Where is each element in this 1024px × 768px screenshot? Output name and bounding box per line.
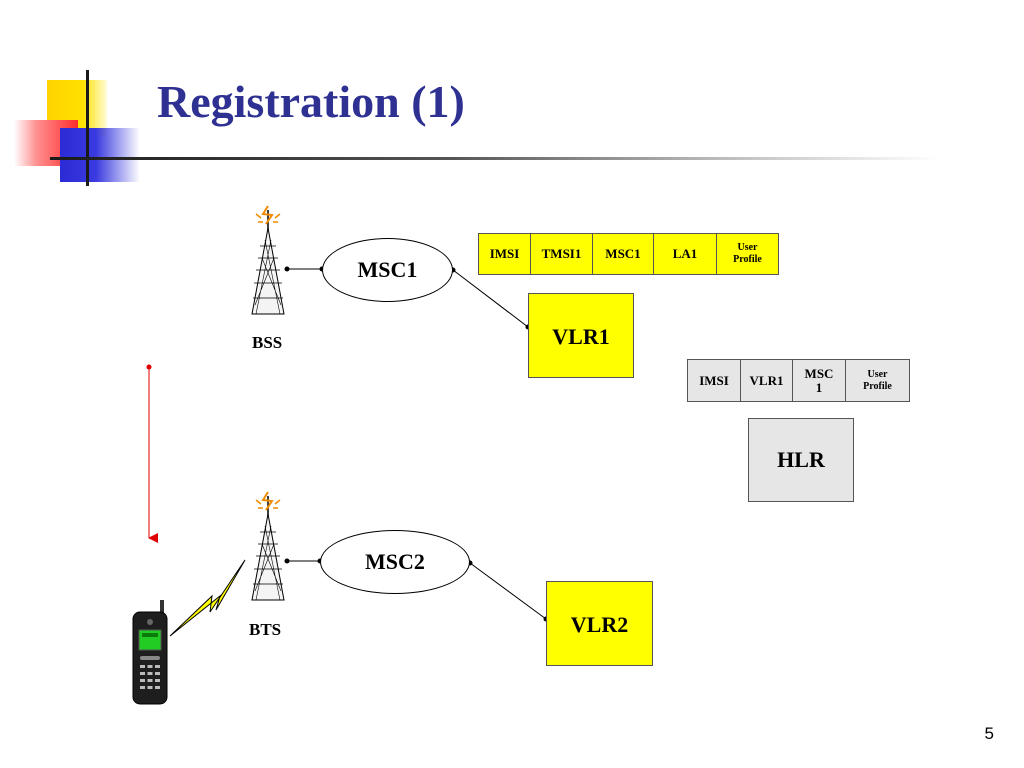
- lightning-icon: [169, 559, 246, 637]
- msc2-node: MSC2: [320, 530, 470, 594]
- title-underline: [50, 157, 940, 160]
- link-msc2-vlr2: [469, 562, 547, 620]
- vlr1-record-tmsi: TMSI1: [530, 233, 593, 275]
- tower-icon: [251, 205, 285, 315]
- bts-label: BTS: [249, 620, 282, 639]
- movement-arrow: [146, 364, 158, 543]
- vlr1-record: IMSI TMSI1 MSC1 LA1 User Profile: [478, 233, 779, 275]
- mobile-phone-icon: [132, 600, 168, 705]
- vlr1-record-user-profile: User Profile: [716, 233, 779, 275]
- hlr-record-msc: MSC 1: [792, 359, 846, 402]
- hlr-record: IMSI VLR1 MSC 1 User Profile: [687, 359, 910, 402]
- vlr1-record-msc: MSC1: [592, 233, 654, 275]
- vlr1-record-imsi: IMSI: [478, 233, 531, 275]
- decor-blue-square: [60, 128, 140, 182]
- tower-icon: [251, 491, 285, 601]
- vlr1-record-la: LA1: [653, 233, 717, 275]
- slide-title: Registration (1): [157, 76, 465, 127]
- vlr2-node: VLR2: [546, 581, 653, 666]
- hlr-record-imsi: IMSI: [687, 359, 741, 402]
- decor-vertical-line: [86, 70, 89, 186]
- vlr1-node: VLR1: [528, 293, 634, 378]
- hlr-record-user-profile: User Profile: [845, 359, 910, 402]
- link-msc1-vlr1: [452, 269, 529, 328]
- hlr-node: HLR: [748, 418, 854, 502]
- page-number: 5: [984, 724, 994, 743]
- bss-label: BSS: [252, 333, 283, 352]
- msc1-node: MSC1: [322, 238, 453, 302]
- hlr-record-vlr: VLR1: [740, 359, 793, 402]
